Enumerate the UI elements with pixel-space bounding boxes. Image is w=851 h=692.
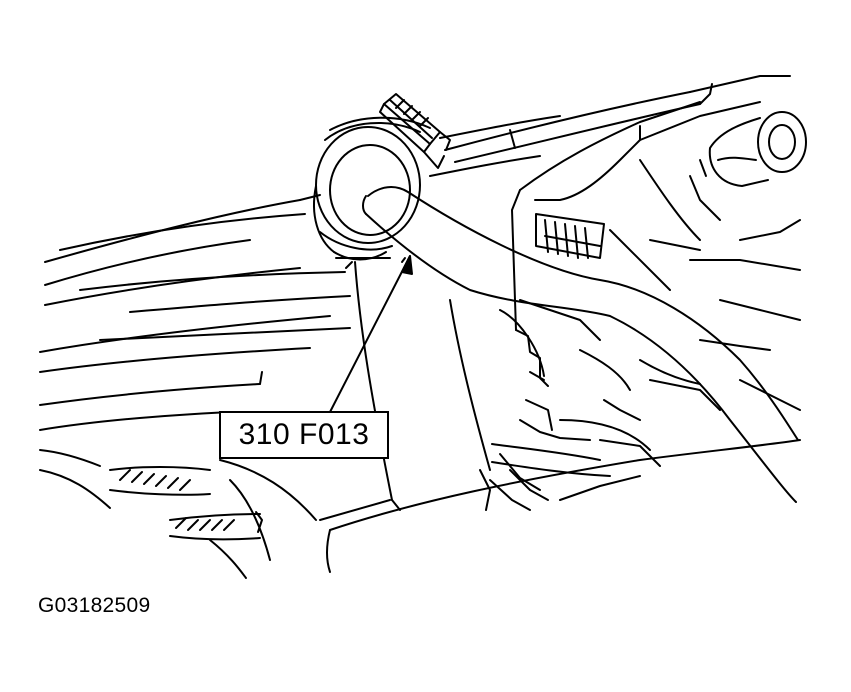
cylinder-cap: [708, 111, 807, 187]
component-housing: [511, 101, 801, 341]
engine-bay-contours: [39, 194, 351, 431]
lower-fittings: [489, 299, 801, 511]
upper-rail: [429, 75, 791, 177]
part-number-callout: 310 F013: [219, 411, 389, 459]
clamp-screw: [379, 93, 451, 169]
part-number-label: 310 F013: [238, 418, 370, 451]
base-plate: [319, 439, 801, 573]
tool-shaft: [345, 257, 491, 511]
threaded-bolts: [39, 449, 317, 579]
callout-leader: [329, 255, 413, 413]
figure-id: G03182509: [38, 594, 151, 617]
hose-clamp: [313, 116, 431, 261]
